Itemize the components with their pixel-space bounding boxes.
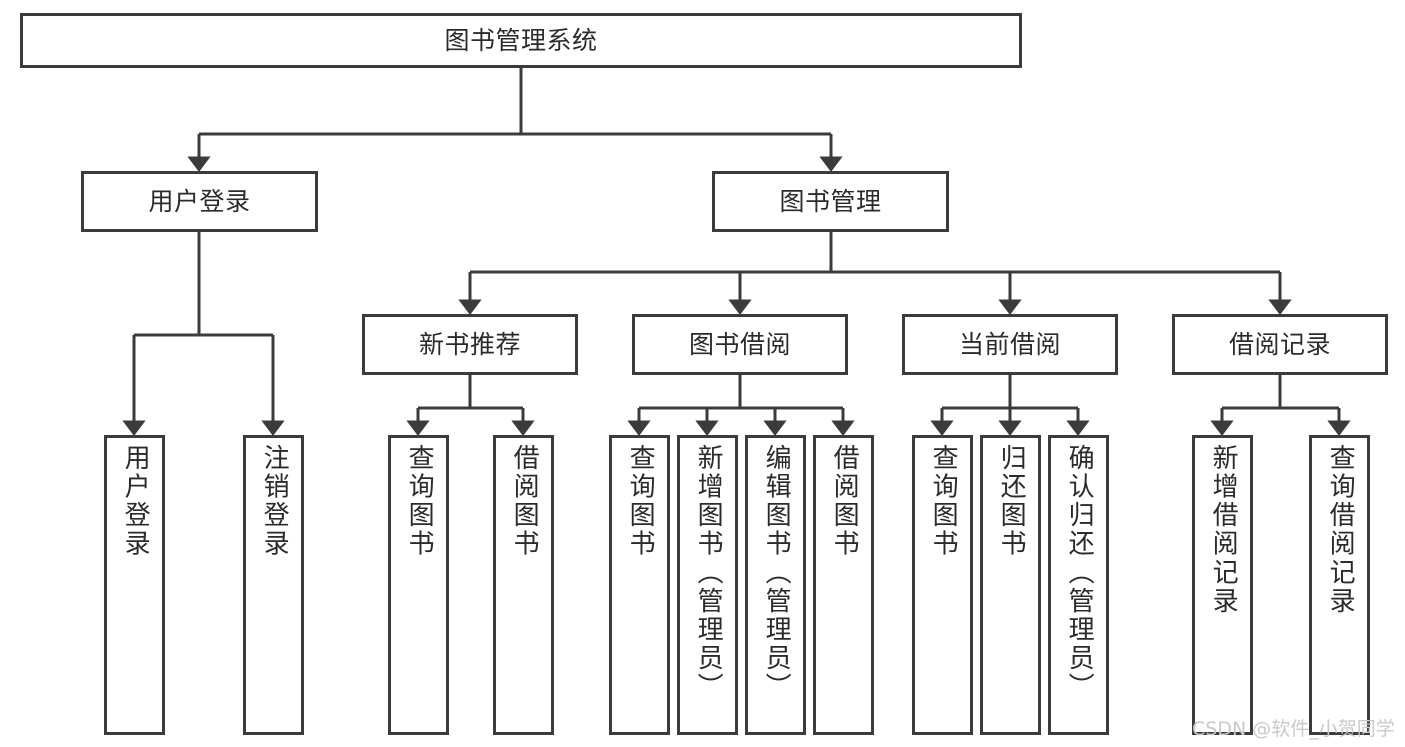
node-label: 图书管理 (779, 186, 882, 216)
leaf-borrow-record-add-record[interactable]: 新增借阅记录 (1192, 435, 1253, 735)
leaf-user-login-login[interactable]: 用户登录 (104, 435, 165, 735)
leaf-new-book-borrow-book[interactable]: 借阅图书 (493, 435, 554, 735)
watermark-csdn: CSDN @软件_小贺同学 (1192, 718, 1395, 740)
node-label: 图书管理系统 (444, 25, 598, 55)
leaf-borrow-record-query-record[interactable]: 查询借阅记录 (1309, 435, 1370, 735)
node-root-book-management-system[interactable]: 图书管理系统 (20, 13, 1022, 68)
leaf-book-borrow-add-book-admin[interactable]: 新增图书（管理员） (677, 435, 738, 735)
node-label: 新增借阅记录 (1208, 444, 1239, 616)
node-label: 归还图书 (996, 444, 1027, 559)
leaf-book-borrow-borrow-book[interactable]: 借阅图书 (813, 435, 874, 735)
node-book-borrow[interactable]: 图书借阅 (632, 314, 848, 375)
node-label: 借阅记录 (1228, 329, 1331, 359)
node-label: 编辑图书（管理员） (761, 444, 792, 702)
leaf-book-borrow-edit-book-admin[interactable]: 编辑图书（管理员） (745, 435, 806, 735)
node-label: 新增图书（管理员） (693, 444, 724, 702)
node-label: 新书推荐 (418, 329, 521, 359)
node-label: 查询借阅记录 (1325, 444, 1356, 616)
node-label: 用户登录 (148, 186, 251, 216)
leaf-current-borrow-confirm-return-admin[interactable]: 确认归还（管理员） (1048, 435, 1109, 735)
node-book-management[interactable]: 图书管理 (712, 171, 949, 232)
node-new-book-recommend[interactable]: 新书推荐 (362, 314, 578, 375)
node-label: 确认归还（管理员） (1064, 444, 1095, 702)
node-label: 查询图书 (404, 444, 435, 559)
node-label: 用户登录 (120, 444, 151, 559)
leaf-new-book-query-book[interactable]: 查询图书 (388, 435, 449, 735)
node-current-borrow[interactable]: 当前借阅 (902, 314, 1118, 375)
node-label: 注销登录 (259, 444, 290, 559)
node-borrow-record[interactable]: 借阅记录 (1172, 314, 1388, 375)
leaf-current-borrow-query-book[interactable]: 查询图书 (912, 435, 973, 735)
node-label: 当前借阅 (958, 329, 1061, 359)
node-label: 借阅图书 (829, 444, 860, 559)
node-label: 借阅图书 (509, 444, 540, 559)
leaf-user-login-logout[interactable]: 注销登录 (243, 435, 304, 735)
node-label: 图书借阅 (688, 329, 791, 359)
node-label: 查询图书 (625, 444, 656, 559)
leaf-book-borrow-query-book[interactable]: 查询图书 (609, 435, 670, 735)
node-user-login[interactable]: 用户登录 (81, 171, 318, 232)
leaf-current-borrow-return-book[interactable]: 归还图书 (980, 435, 1041, 735)
node-label: 查询图书 (928, 444, 959, 559)
